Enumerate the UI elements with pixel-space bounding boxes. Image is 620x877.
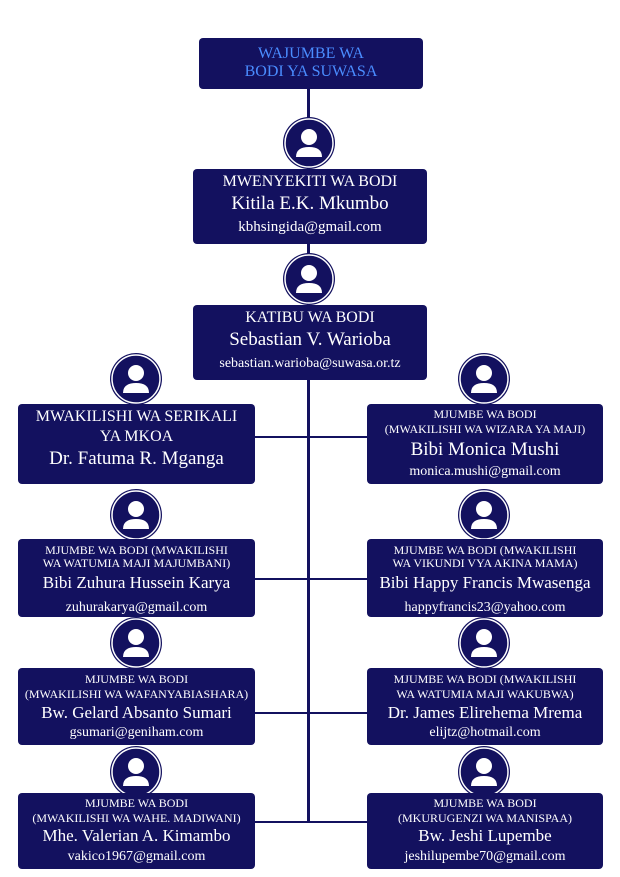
member-title-line1: MJUMBE WA BODI (MWAKILISHI	[45, 543, 228, 557]
member-box-right-2: MJUMBE WA BODI (MWAKILISHI WA VIKUNDI VY…	[367, 539, 603, 617]
member-box-right-3: MJUMBE WA BODI (MWAKILISHI WA WATUMIA MA…	[367, 668, 603, 745]
member-title-line2: WA WATUMIA MAJI MAJUMBANI)	[42, 556, 231, 570]
chairman-name: Kitila E.K. Mkumbo	[231, 193, 389, 214]
member-title-line1: MJUMBE WA BODI (MWAKILISHI	[393, 672, 577, 686]
chairman-title: MWENYEKITI WA BODI	[222, 173, 398, 190]
connector-row3	[254, 712, 369, 714]
connector-row1	[254, 436, 369, 438]
secretary-title: KATIBU WA BODI	[245, 309, 375, 326]
member-box-left-2: MJUMBE WA BODI (MWAKILISHI WA WATUMIA MA…	[18, 539, 255, 617]
board-title-line1: WAJUMBE WA	[258, 45, 364, 62]
person-icon	[110, 746, 162, 798]
member-box-right-1: MJUMBE WA BODI (MWAKILISHI WA WIZARA YA …	[367, 404, 603, 484]
person-icon	[458, 746, 510, 798]
chairman-box: MWENYEKITI WA BODI Kitila E.K. Mkumbo kb…	[193, 169, 427, 244]
member-box-left-3: MJUMBE WA BODI (MWAKILISHI WA WAFANYABIA…	[18, 668, 255, 745]
member-title-line1: MJUMBE WA BODI	[433, 796, 537, 810]
member-name: Dr. Fatuma R. Mganga	[49, 448, 224, 469]
member-name: Bw. Jeshi Lupembe	[418, 826, 552, 845]
member-name: Bibi Monica Mushi	[410, 439, 560, 460]
member-title-line2: WA WATUMIA MAJI WAKUBWA)	[396, 687, 574, 701]
member-name: Mhe. Valerian A. Kimambo	[42, 826, 231, 845]
member-email: vakico1967@gmail.com	[67, 849, 206, 864]
person-icon	[110, 353, 162, 405]
member-email: jeshilupembe70@gmail.com	[404, 849, 566, 864]
member-name: Bibi Zuhura Hussein Karya	[42, 573, 231, 592]
member-name: Dr. James Elirehema Mrema	[387, 703, 583, 722]
connector-row2	[254, 578, 369, 580]
member-title-line1: MJUMBE WA BODI (MWAKILISHI	[393, 543, 577, 557]
member-title-line2: (MKURUGENZI WA MANISPAA)	[397, 811, 572, 825]
member-email: elijtz@hotmail.com	[429, 725, 541, 740]
person-icon	[283, 253, 335, 305]
person-icon	[110, 617, 162, 669]
person-icon	[458, 353, 510, 405]
secretary-box: KATIBU WA BODI Sebastian V. Warioba seba…	[193, 305, 427, 380]
person-icon	[458, 617, 510, 669]
member-title-line2: (MWAKILISHI WA WAHE. MADIWANI)	[32, 811, 241, 825]
person-icon	[458, 489, 510, 541]
member-email: monica.mushi@gmail.com	[409, 464, 561, 479]
member-box-left-4: MJUMBE WA BODI (MWAKILISHI WA WAHE. MADI…	[18, 793, 255, 869]
board-title-line2: BODI YA SUWASA	[244, 63, 378, 80]
secretary-name: Sebastian V. Warioba	[229, 329, 391, 350]
connector-main-trunk	[307, 378, 310, 822]
member-email: zuhurakarya@gmail.com	[65, 600, 208, 615]
secretary-email: sebastian.warioba@suwasa.or.tz	[219, 356, 401, 371]
member-title-line1: MJUMBE WA BODI	[433, 407, 537, 421]
member-title-line1: MJUMBE WA BODI	[84, 796, 189, 810]
board-title-box: WAJUMBE WA BODI YA SUWASA	[199, 38, 423, 89]
person-icon	[283, 117, 335, 169]
member-box-right-4: MJUMBE WA BODI (MKURUGENZI WA MANISPAA) …	[367, 793, 603, 869]
connector-row4	[254, 821, 369, 823]
person-icon	[110, 489, 162, 541]
member-title-line1: MJUMBE WA BODI	[84, 672, 189, 686]
member-email: happyfrancis23@yahoo.com	[404, 600, 566, 615]
member-title-line2: WA VIKUNDI VYA AKINA MAMA)	[392, 556, 578, 570]
member-name: Bw. Gelard Absanto Sumari	[41, 703, 232, 722]
chairman-email: kbhsingida@gmail.com	[238, 219, 382, 235]
member-title-line1: MWAKILISHI WA SERIKALI	[35, 408, 238, 425]
member-title-line2: (MWAKILISHI WA WAFANYABIASHARA)	[24, 687, 249, 701]
member-name: Bibi Happy Francis Mwasenga	[379, 573, 591, 592]
member-title-line2: YA MKOA	[99, 428, 174, 445]
member-box-left-1: MWAKILISHI WA SERIKALI YA MKOA Dr. Fatum…	[18, 404, 255, 484]
member-title-line2: (MWAKILISHI WA WIZARA YA MAJI)	[384, 422, 586, 436]
member-email: gsumari@geniham.com	[69, 725, 204, 740]
